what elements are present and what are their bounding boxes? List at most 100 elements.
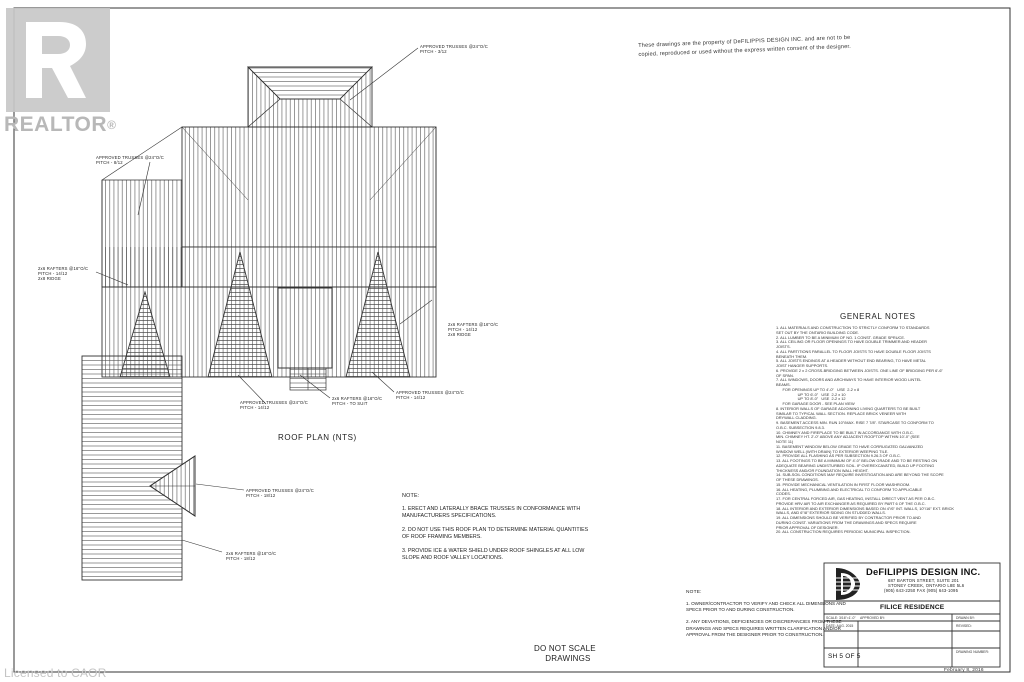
general-note-line: WALLS, AND 6"/8" EXTERIOR SIDING ON STUD… xyxy=(776,511,886,516)
label-line-1: APPROVED TRUSSES @24"O/C xyxy=(420,44,488,49)
general-note-line: 11. BASEMENT WINDOW BELOW GRADE TO HAVE … xyxy=(776,444,924,449)
general-note-line: PROVIDE HRV AIR TO AIR EXCHANGER AS REQU… xyxy=(776,501,926,506)
label-line-2: PITCH - 14/12 xyxy=(240,405,270,410)
general-note-line: 17. FOR CENTRAL FORCED AIR, GAS HEATING,… xyxy=(776,497,936,501)
general-note-line: THICKNESS AND/OR FOUNDATION WALL HEIGHT. xyxy=(776,468,869,473)
realtor-logo xyxy=(6,8,110,112)
plan-label-2: 2x6 RAFTERS @16"O/C PITCH - 14/12 2x8 RI… xyxy=(38,266,88,281)
general-note-line: CODES. xyxy=(776,492,791,497)
approved-by-label: APPROVED BY: xyxy=(860,616,886,620)
notes-list: 1. ERECT AND LATERALLY BRACE TRUSSES IN … xyxy=(402,506,592,569)
general-note-line: FOR OPENINGS UP TO 4'-0" USE 2-2 x 8 xyxy=(776,387,860,392)
roof-plan-title: ROOF PLAN (NTS) xyxy=(278,433,357,442)
general-note-line: 6. PROVIDE 2 x 2 CROSS-BRIDGING BETWEEN … xyxy=(776,368,943,373)
general-note-line: OF SPAN. xyxy=(776,373,794,378)
label-line-2: PITCH - 14/12 xyxy=(448,327,478,332)
sheet-border xyxy=(13,7,1011,673)
general-note-line: 2. ALL LUMBER TO BE A MINIMUM OF NO. 1 C… xyxy=(776,335,905,340)
general-note-line: 15. PROVIDE MECHANICAL VENTILATION IN FI… xyxy=(776,482,911,487)
general-note-line: OF THESE DRAWINGS. xyxy=(776,478,819,482)
company-phone: (905) 643-2250 FAX (905) 643-1095 xyxy=(884,588,959,593)
general-note-line: SET OUT BY THE ONTARIO BUILDING CODE. xyxy=(776,330,860,335)
plan-label-3: 2x6 RAFTERS @16"O/C PITCH - 14/12 2x8 RI… xyxy=(448,322,498,337)
note-item: 2. DO NOT USE THIS ROOF PLAN TO DETERMIN… xyxy=(402,527,589,540)
label-line-2: PITCH - 14/12 xyxy=(396,395,426,400)
general-note-line: BENEATH THEM. xyxy=(776,354,808,359)
general-note-line: 19. ALL DIMENSIONS SHOULD BE VERIFIED BY… xyxy=(776,516,921,520)
drawing-number-label: DRAWING NUMBER: xyxy=(956,650,989,654)
project-name: FILICE RESIDENCE xyxy=(880,604,945,611)
notes2-title: NOTE: xyxy=(686,590,702,595)
defilippis-logo xyxy=(832,568,862,600)
general-note-line: 1. ALL MATERIALS AND CONSTRUCTION TO STR… xyxy=(776,326,930,330)
general-note-line: PRIOR APPROVAL OF DESIGNER. xyxy=(776,525,839,530)
note2-item: 1. OWNER/CONTRACTOR TO VERIFY AND CHECK … xyxy=(686,601,846,613)
general-note-line: JOISTS. xyxy=(776,345,791,349)
general-note-line: 18. ALL INTERIOR AND EXTERIOR DIMENSIONS… xyxy=(776,506,954,511)
title-block-frame xyxy=(823,562,1001,668)
label-line-2: PITCH - 3/12 xyxy=(420,49,447,54)
revised-label: REVISED: xyxy=(956,624,972,628)
general-note-line: DURING CONST. VARIATIONS FROM THE DRAWIN… xyxy=(776,520,917,525)
company-address-2: STONEY CREEK, ONTARIO L8E 5L6 xyxy=(888,583,965,588)
general-note-line: MIN. CHIMNEY HT. 2'-0" ABOVE ANY ADJACEN… xyxy=(776,435,920,440)
general-note-line: 5. ALL JOISTS ENDINGS AT A HEADER WITHOU… xyxy=(776,359,927,364)
date-stamp: February 8, 2016 xyxy=(944,668,984,673)
general-note-line: O.B.C. SUBSECTION 9.8.3. xyxy=(776,425,825,430)
do-not-scale-line-1: DO NOT SCALE xyxy=(534,644,596,653)
general-note-line: ADEQUATE BEARING UNDISTURBED SOIL. IF OV… xyxy=(776,463,935,468)
label-line-1: 2x6 RAFTERS @16"O/C xyxy=(38,266,89,271)
general-note-line: UP TO 8'-0" USE 2-2 x 12 xyxy=(776,397,846,402)
label-line-1: APPROVED TRUSSES @24"O/C xyxy=(240,400,308,405)
notes-title: NOTE: xyxy=(402,493,420,499)
general-note-line: 10. CHIMNEY AND FIREPLACE TO BE BUILT IN… xyxy=(776,430,914,435)
company-address-1: 687 BARTON STREET, SUITE 201 xyxy=(888,578,960,583)
note2-item: 2. ANY DEVIATIONS, DEFICIENCIES OR DISCR… xyxy=(686,619,842,637)
note-item: 3. PROVIDE ICE & WATER SHIELD UNDER ROOF… xyxy=(402,548,585,561)
do-not-scale-line-2: DRAWINGS xyxy=(545,654,591,663)
plan-label-5: 2x6 RAFTERS @16"O/C PITCH - TO SUIT xyxy=(332,396,382,406)
label-line-2: PITCH - TO SUIT xyxy=(332,401,368,406)
garage-roof-section xyxy=(81,355,196,581)
main-roof-section xyxy=(101,126,437,391)
plan-label-0: APPROVED TRUSSES @24"O/C PITCH - 3/12 xyxy=(420,44,488,54)
notes2-list: 1. OWNER/CONTRACTOR TO VERIFY AND CHECK … xyxy=(686,601,846,644)
realtor-brand-text: REALTOR xyxy=(4,113,108,136)
scale-label: SCALE: 3/16"=1'-0" xyxy=(826,616,856,620)
realtor-wordmark: REALTOR® xyxy=(4,113,116,137)
general-note-line: UP TO 6'-0" USE 2-2 x 10 xyxy=(776,392,846,397)
license-text: Licensed to CAOR xyxy=(4,666,107,680)
label-line-1: APPROVED TRUSSES @24"O/C xyxy=(246,488,314,493)
label-line-2: PITCH - 14/12 xyxy=(38,271,68,276)
general-note-line: 12. PROVIDE ALL FLASHING AS PER SUBSECTI… xyxy=(776,454,901,459)
note-item: 1. ERECT AND LATERALLY BRACE TRUSSES IN … xyxy=(402,506,581,519)
label-line-1: 2x6 RAFTERS @16"O/C xyxy=(226,551,277,556)
general-note-line: 20. ALL CONSTRUCTION REQUIRES PERIODIC M… xyxy=(776,530,911,535)
general-note-line: SIMILAR TO TYPICAL WALL SECTION. REPLACE… xyxy=(776,411,907,416)
general-note-line: 13. ALL FOOTINGS TO BE A MINIMUM OF 4'-0… xyxy=(776,459,938,463)
company-name: DeFILIPPIS DESIGN INC. xyxy=(866,566,981,577)
date-label: DATE: AUG. 2015 xyxy=(826,624,854,628)
general-note-line: 9. BASEMENT ACCESS MIN. RUN 10"/MAX. RIS… xyxy=(776,421,934,425)
sheet-number: SH 5 OF 5 xyxy=(828,653,861,660)
general-note-line: BEAMS. xyxy=(776,383,791,387)
upper-roof-section xyxy=(247,66,373,128)
registered-mark: ® xyxy=(107,118,117,132)
plan-label-8: 2x6 RAFTERS @16"O/C PITCH - 18/12 xyxy=(226,551,276,561)
plan-label-7: APPROVED TRUSSES @24"O/C PITCH - 18/12 xyxy=(246,488,314,498)
general-note-line: 8. INTERIOR WALLS OF GARAGE ADJOINING LI… xyxy=(776,406,921,411)
label-line-1: 2x6 RAFTERS @16"O/C xyxy=(332,396,383,401)
general-notes-list: 1. ALL MATERIALS AND CONSTRUCTION TO STR… xyxy=(776,326,1006,535)
general-note-line: 16. ALL HEATING, PLUMBING AND ELECTRICAL… xyxy=(776,487,923,492)
label-line-1: APPROVED TRUSSES @24"O/C xyxy=(96,155,164,160)
label-line-1: APPROVED TRUSSES @24"O/C xyxy=(396,390,464,395)
general-note-line: DRYWALL CLADDING. xyxy=(776,416,817,421)
general-note-line: 3. ALL CEILING OR FLOOR OPENINGS TO HAVE… xyxy=(776,340,927,345)
general-note-line: JOIST HANGER SUPPORTS. xyxy=(776,364,829,368)
general-note-line: 14. SUB-SOIL CONDITIONS MAY REQUIRE INVE… xyxy=(776,473,944,478)
leader-lines xyxy=(95,47,433,553)
label-line-1: 2x6 RAFTERS @16"O/C xyxy=(448,322,499,327)
do-not-scale: DO NOT SCALE DRAWINGS xyxy=(534,644,596,664)
label-line-2: PITCH - 18/12 xyxy=(246,493,276,498)
